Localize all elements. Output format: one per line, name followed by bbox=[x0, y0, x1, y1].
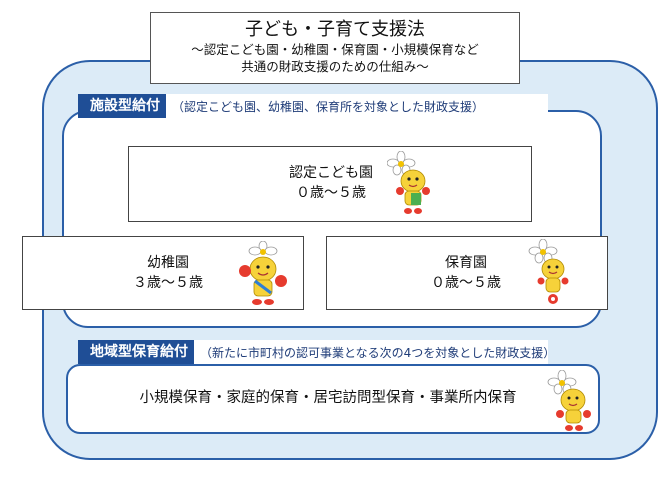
regional-benefit-heading: 地域型保育給付 bbox=[84, 340, 194, 364]
yochien-ages: ３歳～５歳 bbox=[133, 275, 203, 291]
facility-benefit-desc: （認定こども園、幼稚園、保育所を対象とした財政支援） bbox=[172, 99, 485, 114]
hoikuen-box: 保育園 ０歳～５歳 bbox=[326, 236, 608, 310]
hoikuen-ages: ０歳～５歳 bbox=[431, 275, 501, 291]
yochien-name: 幼稚園 bbox=[147, 255, 189, 271]
title-sub-line-2: 共通の財政支援のための仕組み～ bbox=[241, 59, 429, 74]
regional-services-box: 小規模保育・家庭的保育・居宅訪問型保育・事業所内保育 bbox=[66, 364, 600, 434]
hoikuen-name: 保育園 bbox=[445, 255, 487, 271]
nintei-kodomoen-box: 認定こども園 ０歳～５歳 bbox=[128, 146, 532, 222]
facility-benefit-band: 施設型給付 （認定こども園、幼稚園、保育所を対象とした財政支援） bbox=[78, 94, 548, 118]
mascot-flower-character-icon bbox=[528, 239, 569, 304]
mascot-flower-character-icon bbox=[547, 370, 591, 431]
yochien-box: 幼稚園 ３歳～５歳 bbox=[22, 236, 304, 310]
regional-benefit-desc: （新たに市町村の認可事業となる次の4つを対象とした財政支援） bbox=[200, 345, 556, 360]
nintei-kodomoen-name: 認定こども園 bbox=[289, 165, 373, 181]
nintei-kodomoen-ages: ０歳～５歳 bbox=[296, 185, 366, 201]
title-main: 子ども・子育て支援法 bbox=[245, 19, 425, 40]
mascot-flower-character-icon bbox=[239, 241, 287, 305]
regional-benefit-band: 地域型保育給付 （新たに市町村の認可事業となる次の4つを対象とした財政支援） bbox=[78, 340, 555, 364]
title-sub-line-1: ～認定こども園・幼稚園・保育園・小規模保育など bbox=[191, 42, 479, 57]
regional-services-text: 小規模保育・家庭的保育・居宅訪問型保育・事業所内保育 bbox=[139, 390, 517, 406]
mascot-flower-character-icon bbox=[387, 151, 430, 214]
facility-benefit-heading: 施設型給付 bbox=[84, 94, 166, 118]
title-box: 子ども・子育て支援法 ～認定こども園・幼稚園・保育園・小規模保育など 共通の財政… bbox=[150, 12, 520, 84]
